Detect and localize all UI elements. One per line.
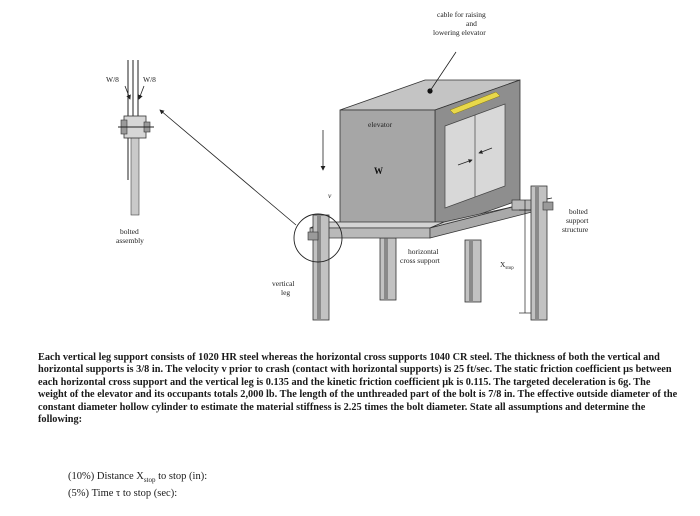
vertical-leg-label-2: leg [281,288,290,297]
bolted-assembly-detail [118,60,154,216]
x-stop-label: Xstop [500,260,514,271]
question-distance: (10%) Distance Xstop to stop (in): [68,470,207,487]
x-stop-subscript: stop [505,266,514,271]
cable-label-1: cable for raising [437,10,486,19]
question-distance-text: Distance X [96,471,144,482]
front-left-leg [307,214,330,321]
bolted-structure-label-1: bolted [569,207,588,216]
elevator-crash-diagram: W/8 W/8 bolted assembly elevator W v cab… [106,10,589,321]
detail-circle [293,213,343,263]
question-distance-tail: to stop (in): [155,471,208,482]
horizontal-support-label-1: horizontal [408,247,438,256]
problem-statement: Each vertical leg support consists of 10… [38,352,678,426]
question-list: (10%) Distance Xstop to stop (in): (5%) … [68,470,207,500]
horizontal-cross-supports [309,197,553,239]
question-distance-pct: (10%) [68,471,95,482]
ws-left-label: W/8 [106,75,119,84]
ws-right-label: W/8 [143,75,156,84]
cable-label-2: and [466,19,477,28]
elevator-front [339,109,436,231]
bolted-assembly-label-1: bolted [120,227,139,236]
question-distance-sub: stop [143,476,156,485]
bolted-structure-label-3: structure [562,225,589,234]
velocity-label: v [328,191,332,200]
horizontal-support-label-2: cross support [400,256,441,265]
question-time-text: Time τ to stop (sec): [91,488,178,500]
weight-label: W [374,166,383,176]
elevator-car [339,51,521,231]
bolted-structure-label-2: support [566,216,589,225]
x-stop-dimension [519,200,531,314]
vertical-leg-label-1: vertical [272,279,295,288]
cable-label-3: lowering elevator [433,28,486,37]
x-stop-letter: X [500,260,506,269]
question-time: (5%) Time τ to stop (sec): [68,487,207,500]
front-right-leg [530,185,554,321]
bolted-assembly-label-2: assembly [116,236,144,245]
question-time-pct: (5%) [68,488,89,500]
detail-pointer-arrow [159,109,297,226]
elevator-label: elevator [368,120,393,129]
